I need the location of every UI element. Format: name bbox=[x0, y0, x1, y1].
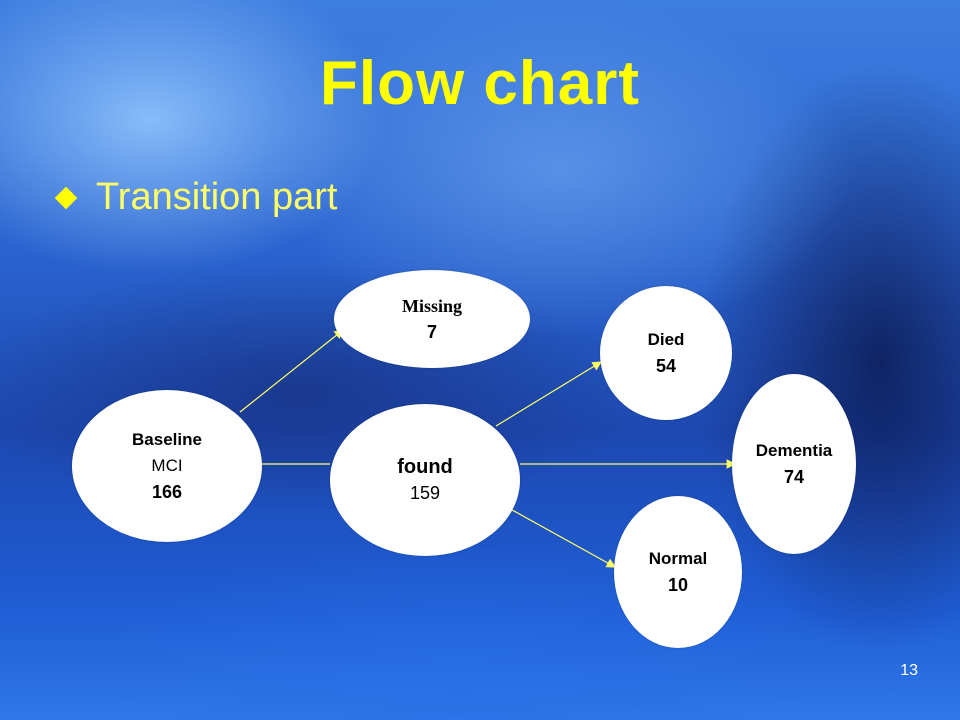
node-normal: Normal 10 bbox=[614, 496, 742, 648]
arrow-found-died bbox=[495, 361, 603, 427]
arrow-baseline-missing bbox=[239, 329, 344, 413]
node-dementia-value: 74 bbox=[783, 467, 805, 487]
bullet-text: Transition part bbox=[96, 176, 338, 218]
node-found-label: found bbox=[397, 456, 453, 478]
node-dementia: Dementia 74 bbox=[732, 374, 856, 554]
node-missing: Missing 7 bbox=[334, 270, 530, 368]
node-normal-label: Normal bbox=[648, 549, 708, 568]
node-baseline-value: 166 bbox=[151, 482, 183, 502]
node-baseline-label: Baseline bbox=[132, 430, 202, 449]
node-missing-value: 7 bbox=[426, 322, 437, 342]
node-normal-value: 10 bbox=[667, 575, 689, 595]
node-missing-label: Missing bbox=[401, 296, 462, 316]
page-number: 13 bbox=[900, 662, 918, 679]
node-died-label: Died bbox=[647, 330, 685, 349]
slide-title: Flow chart bbox=[319, 49, 641, 118]
node-dementia-label: Dementia bbox=[755, 441, 833, 460]
node-died-value: 54 bbox=[655, 356, 677, 376]
bullet-item: Transition part bbox=[52, 176, 337, 219]
arrow-found-normal bbox=[504, 505, 617, 568]
node-baseline: Baseline MCI 166 bbox=[72, 390, 262, 542]
node-died: Died 54 bbox=[600, 286, 732, 420]
node-found: found 159 bbox=[330, 404, 520, 556]
node-baseline-sublabel: MCI bbox=[151, 456, 183, 475]
node-found-value: 159 bbox=[409, 483, 441, 503]
